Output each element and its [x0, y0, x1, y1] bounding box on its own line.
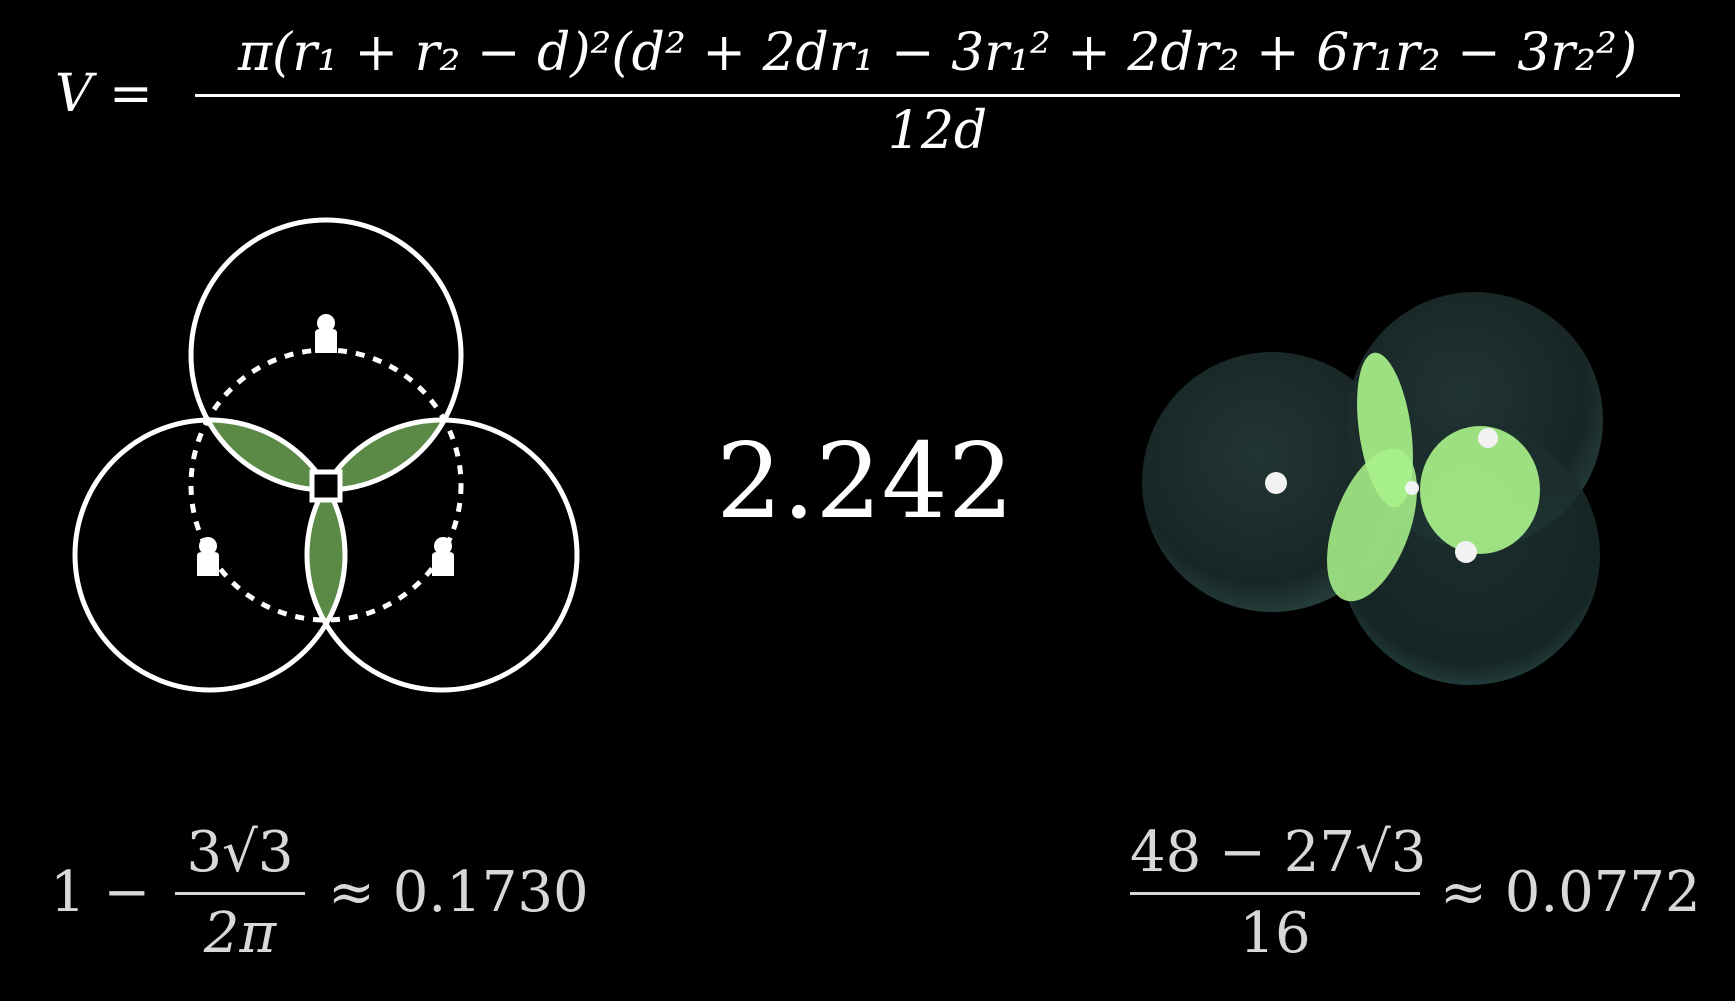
circle-top — [188, 217, 464, 493]
volume-formula: V = π(r₁ + r₂ − d)²(d² + 2dr₁ − 3r₁² + 2… — [55, 18, 1685, 168]
sphere-center-dot — [1455, 541, 1477, 563]
sphere-center-dot — [1405, 481, 1419, 495]
fraction-bar — [195, 94, 1680, 97]
lens-region-left-bottom — [1327, 448, 1417, 602]
probability-3d-formula: 48 − 27√3 16 ≈ 0.0772 — [1130, 820, 1701, 980]
fraction-bar — [1130, 892, 1420, 895]
sphere-diagram — [1142, 292, 1603, 685]
formula-prefix: 1 − — [50, 860, 151, 925]
probability-2d-formula: 1 − 3√3 2π ≈ 0.1730 — [50, 820, 650, 980]
fraction-numerator: 3√3 — [186, 820, 294, 885]
square-marker-icon — [309, 469, 343, 503]
fraction: 3√3 2π — [175, 820, 305, 967]
person-icon — [315, 314, 337, 353]
center-value: 2.242 — [716, 420, 1014, 542]
circle-left — [72, 417, 348, 693]
circle-right — [304, 417, 580, 693]
fraction-bar — [175, 892, 305, 895]
fraction-denominator: 16 — [1239, 901, 1311, 966]
person-icon — [197, 537, 219, 576]
three-circle-diagram — [72, 217, 580, 693]
formula-numerator: π(r₁ + r₂ − d)²(d² + 2dr₁ − 3r₁² + 2dr₂ … — [237, 23, 1638, 83]
formula-denominator: 12d — [887, 101, 988, 161]
sphere-center-dot — [1478, 428, 1498, 448]
approx-value: ≈ 0.1730 — [328, 860, 589, 925]
sphere-center-dot — [1265, 472, 1287, 494]
lens-region-right — [1420, 426, 1540, 554]
formula-lhs: V = — [55, 64, 153, 124]
fraction-numerator: 48 − 27√3 — [1130, 820, 1427, 885]
fraction: 48 − 27√3 16 — [1130, 820, 1427, 967]
formula-fraction: π(r₁ + r₂ − d)²(d² + 2dr₁ − 3r₁² + 2dr₂ … — [195, 18, 1680, 161]
person-icon — [432, 537, 454, 576]
approx-value: ≈ 0.0772 — [1440, 860, 1701, 925]
fraction-denominator: 2π — [203, 901, 277, 966]
